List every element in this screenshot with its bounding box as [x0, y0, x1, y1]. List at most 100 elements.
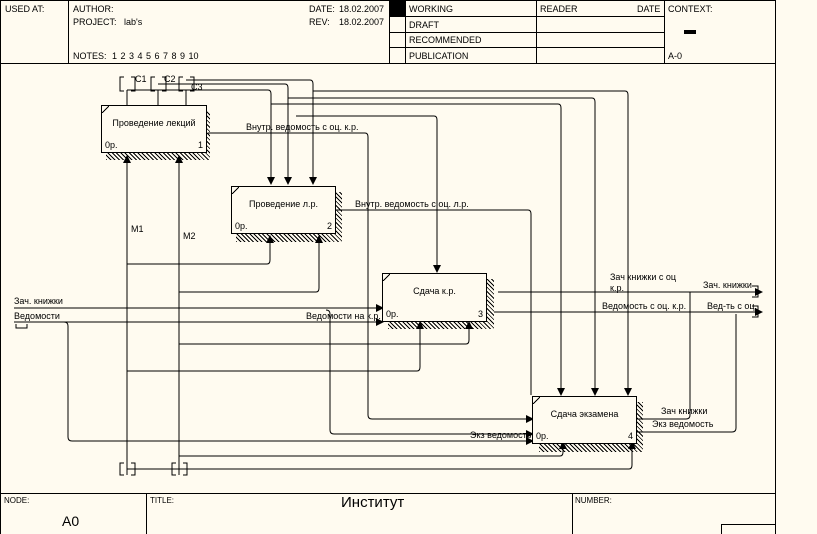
- status-recommended: RECOMMENDED: [409, 35, 482, 45]
- page-number-box: [721, 524, 776, 534]
- reader-date-label: DATE: [637, 4, 661, 14]
- header-row-line: [389, 32, 665, 33]
- header-top-border: [0, 0, 776, 1]
- arrow-m1-to-kr: [127, 321, 424, 372]
- corner-mark: [232, 187, 239, 194]
- node-value: A0: [62, 513, 80, 529]
- diagram-frame: [0, 0, 776, 534]
- header-bottom-border: [0, 63, 776, 64]
- arrow-label-out-sheet: Вед-ть с оц.: [707, 301, 758, 311]
- activity-name: Сдача к.р.: [413, 286, 456, 296]
- activity-box-1[interactable]: Проведение лекций 0р. 1: [101, 105, 207, 153]
- arrow-c1-branch: [127, 89, 275, 185]
- footer-divider: [572, 493, 573, 534]
- activity-name: Сдача экзамена: [550, 409, 619, 419]
- activity-name: Проведение л.р.: [249, 199, 318, 209]
- arrow-label-books-with-grade: Зач книжки с оц к.р.: [610, 272, 677, 293]
- header-divider: [664, 0, 665, 63]
- arrow-m2-to-kr: [179, 321, 473, 345]
- arrow-label-sheet-with-grade: Ведомость с оц. к.р.: [602, 301, 687, 311]
- tunnel-c2-icon: [150, 76, 167, 92]
- arrow-label-in-books: Зач. книжки: [14, 296, 63, 306]
- control-label-c1: C1: [135, 74, 147, 84]
- arrow-m1-to-exam: [127, 441, 636, 470]
- title-label: TITLE:: [150, 496, 175, 505]
- arrow-label-exam-sheet-in: Экз ведомость: [470, 430, 532, 440]
- tunnel-out-books-icon: [752, 285, 759, 298]
- diagram-title: Институт: [341, 494, 405, 511]
- arrow-m2-to-lr: [179, 235, 323, 293]
- arrow-m1-to-lr: [127, 235, 274, 265]
- activity-number: 4: [627, 431, 633, 441]
- context-parent-box-icon: [684, 30, 696, 34]
- date-label: DATE:: [309, 4, 335, 14]
- arrow-c3-branch: [186, 79, 317, 185]
- arrow-m2-to-exam: [179, 441, 567, 457]
- activity-number: 1: [197, 140, 203, 150]
- header-divider: [389, 0, 390, 63]
- tunnel-c1-icon: [119, 76, 136, 92]
- tunnel-c3-icon: [178, 76, 195, 92]
- tunnel-in-icon: [15, 324, 28, 329]
- arrow-label-out-books: Зач. книжки: [703, 280, 752, 290]
- used-at-label: USED AT:: [5, 4, 45, 14]
- activity-number: 2: [326, 221, 332, 231]
- node-label: NODE:: [4, 496, 30, 505]
- footer-top-border: [0, 493, 776, 494]
- rev-label: REV:: [309, 17, 330, 27]
- project-value: lab's: [124, 17, 143, 27]
- activity-name: Проведение лекций: [112, 118, 196, 128]
- activity-box-4[interactable]: Сдача экзамена 0р. 4: [532, 396, 637, 444]
- mechanism-label-m1: M1: [131, 224, 144, 234]
- arrow-c2-branch: [158, 83, 292, 185]
- arrow-label-exam-sheet-out: Экз ведомость: [652, 419, 714, 429]
- control-label-c2: C2: [164, 74, 176, 84]
- reader-label: READER: [540, 4, 578, 14]
- notes-label: NOTES:: [73, 51, 107, 61]
- arrow-label-internal-lr: Внутр. ведомость с оц. л.р.: [355, 199, 469, 209]
- arrow-label-internal-kr: Внутр. ведомость с оц. к.р.: [246, 122, 359, 132]
- header-divider: [68, 0, 69, 63]
- rev-value: 18.02.2007: [339, 17, 385, 27]
- number-label: NUMBER:: [575, 496, 612, 505]
- arrow-books-branch-exam: [636, 292, 691, 420]
- control-label-c3: C3: [191, 82, 203, 92]
- activity-box-2[interactable]: Проведение л.р. 0р. 2: [231, 186, 336, 234]
- activity-box-3[interactable]: Сдача к.р. 0р. 3: [382, 273, 487, 322]
- arrow-c2-branch-exam: [288, 97, 599, 396]
- arrow-label-in-sheets: Ведомости: [14, 311, 60, 321]
- corner-mark: [102, 106, 109, 113]
- header-divider: [405, 0, 406, 63]
- date-value: 18.02.2007: [339, 4, 385, 14]
- tunnel-brackets: [15, 76, 759, 476]
- arrow-sheets-to-exam: [63, 321, 534, 445]
- tunnel-out-sheet-icon: [752, 305, 759, 318]
- header-row-line: [389, 47, 665, 48]
- activity-cost: 0р.: [386, 309, 399, 319]
- header-divider: [536, 0, 537, 63]
- status-publication: PUBLICATION: [409, 51, 469, 61]
- activity-cost: 0р.: [536, 431, 549, 441]
- activity-cost: 0р.: [235, 221, 248, 231]
- arrow-internal-lr: [336, 209, 532, 395]
- context-label: CONTEXT:: [668, 4, 713, 14]
- corner-mark: [383, 274, 390, 281]
- arrow-internal-kr: [208, 132, 534, 423]
- mechanism-label-m2: M2: [183, 231, 196, 241]
- corner-mark: [533, 397, 540, 404]
- activity-number: 3: [477, 309, 483, 319]
- notes-values: 1 2 3 4 5 6 7 8 9 10: [112, 51, 199, 61]
- status-working-marker: [390, 1, 405, 16]
- context-node: A-0: [668, 51, 683, 61]
- arrow-label-sheets-kr: Ведомости на к.р.: [306, 311, 381, 321]
- arrow-c1-branch-exam: [271, 103, 565, 396]
- arrow-sheets-kr-to-exam: [325, 309, 534, 438]
- footer-divider: [146, 493, 147, 534]
- header-row-line: [389, 16, 665, 17]
- arrow-c3-branch-exam: [313, 90, 632, 396]
- tunnel-m2-icon: [171, 462, 188, 476]
- status-working: WORKING: [409, 4, 453, 14]
- activity-cost: 0р.: [105, 140, 118, 150]
- arrow-sheet-branch-exam: [636, 314, 737, 433]
